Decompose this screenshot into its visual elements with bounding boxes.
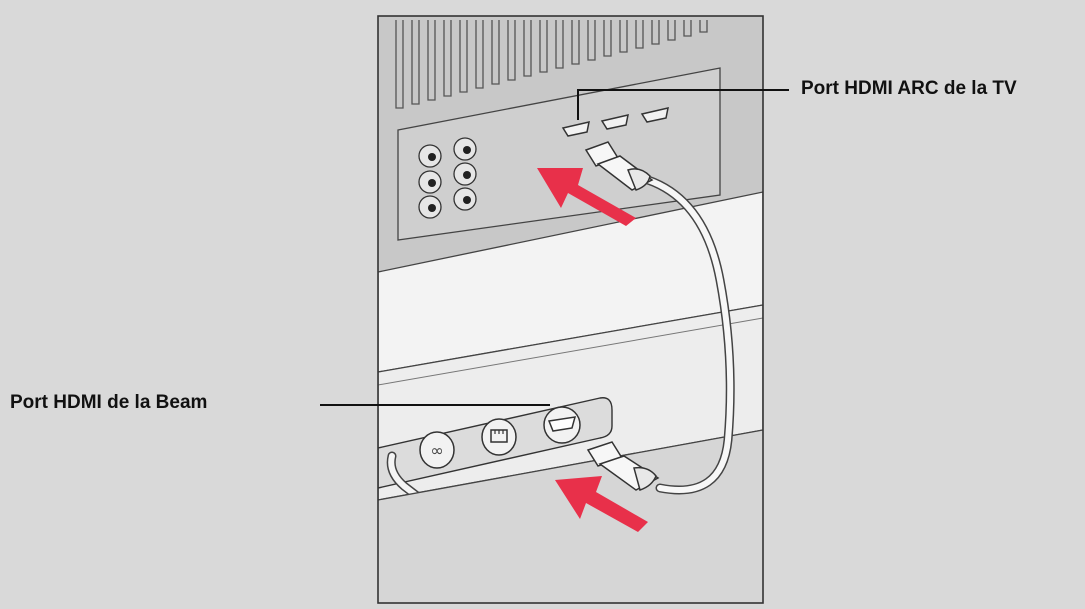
infinity-icon: ∞: [419, 431, 455, 469]
tv-hdmi-port: [600, 114, 629, 130]
tv-connector-panel: [397, 67, 721, 241]
rca-jack-icon: [453, 162, 477, 186]
rca-jacks: [418, 137, 477, 219]
rca-jack-icon: [418, 170, 442, 194]
rca-jack-icon: [453, 137, 477, 161]
floor: [378, 430, 763, 603]
illustration-frame: ∞: [378, 16, 763, 603]
rca-jack-icon: [418, 195, 442, 219]
arrow-to-tv-port: [537, 168, 636, 226]
rca-jack-icon: [453, 187, 477, 211]
tv-hdmi-ports: [561, 107, 669, 137]
rca-jack-icon: [418, 144, 442, 168]
hdmi-plug-tv: [584, 141, 654, 191]
tv-vent-slots: [395, 20, 708, 109]
svg-text:∞: ∞: [430, 441, 443, 460]
illustration-border: [377, 15, 764, 604]
hdmi-plug-beam: [586, 441, 660, 491]
tv-hdmi-port: [640, 107, 669, 123]
leader-line-tv-port: [577, 89, 789, 120]
hdmi-icon: [543, 406, 581, 444]
arrow-to-beam-port: [555, 476, 648, 532]
ethernet-icon: [481, 418, 517, 456]
tv-hdmi-arc-port: [561, 121, 590, 137]
tv-hdmi-arc-label: Port HDMI ARC de la TV: [801, 78, 1017, 99]
beam-hdmi-label: Port HDMI de la Beam: [10, 392, 208, 413]
